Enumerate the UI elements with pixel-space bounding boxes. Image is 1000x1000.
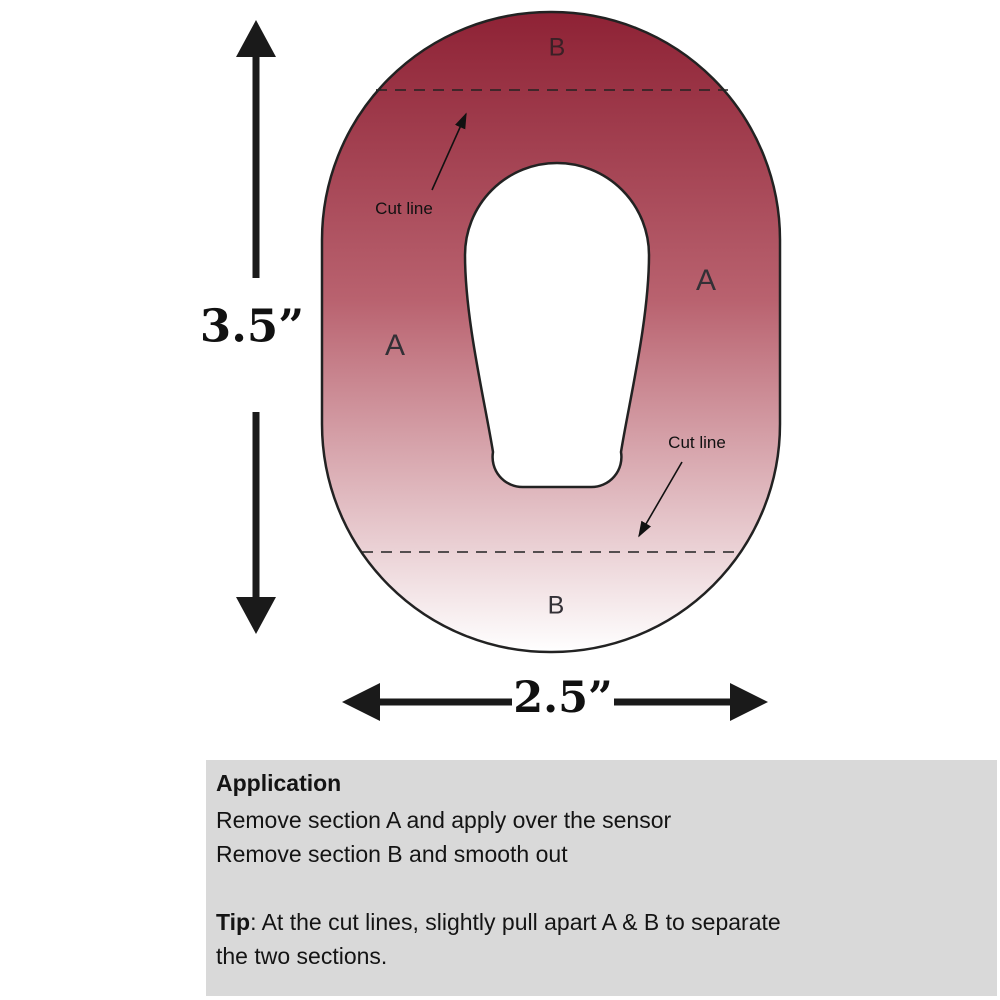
width-dimension-label: 2.5”	[513, 673, 613, 723]
section-a-left-label: A	[384, 329, 406, 362]
tip-label: Tip	[216, 909, 251, 935]
cut-line-bottom-pointer-arrow	[638, 461, 683, 538]
height-arrow-top-head-icon	[236, 20, 276, 57]
tip-text: : At the cut lines, slightly pull apart …	[216, 909, 781, 969]
cut-line-top-pointer-arrow	[431, 112, 467, 191]
cut-line-bottom-label: Cut line	[668, 433, 726, 452]
section-b-bottom-label: B	[547, 591, 565, 620]
patch-diagram	[236, 10, 782, 721]
section-a-right-label: A	[695, 264, 717, 297]
instructions-title: Application	[216, 770, 342, 796]
keyhole-cutout	[463, 161, 651, 489]
width-arrow-left-head-icon	[342, 683, 380, 721]
application-instructions-box: Application Remove section A and apply o…	[206, 760, 997, 996]
height-arrow-bottom-head-icon	[236, 597, 276, 634]
instruction-line-1: Remove section A and apply over the sens…	[216, 807, 672, 833]
cut-line-top-label: Cut line	[375, 199, 433, 218]
width-arrow-right-head-icon	[730, 683, 768, 721]
height-dimension-label: 3.5”	[199, 299, 305, 353]
instruction-line-2: Remove section B and smooth out	[216, 841, 568, 867]
instruction-tip: Tip: At the cut lines, slightly pull apa…	[216, 905, 816, 973]
section-b-top-label: B	[548, 33, 566, 62]
